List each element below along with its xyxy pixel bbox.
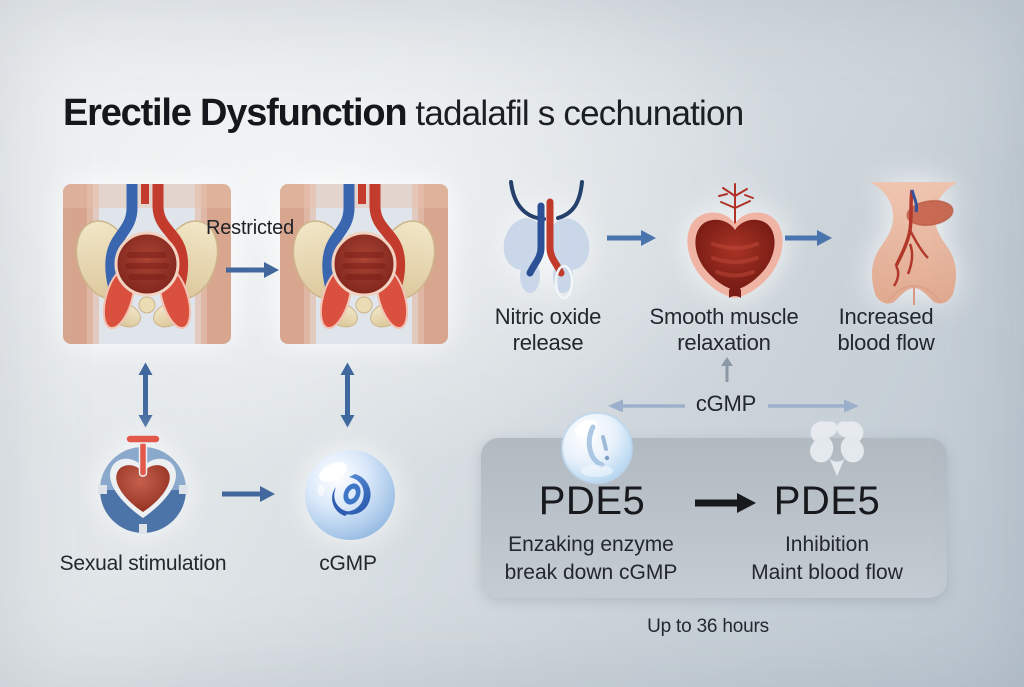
duration-label: Up to 36 hours [647,616,769,637]
increased-blood-flow-label: Increased blood flow [809,304,963,356]
pde5-arrow-icon [695,493,756,513]
pde5-panel [481,438,947,598]
pde5-enzyme-description-line2: break down cGMP [504,561,678,584]
cgmp-sphere-icon [303,448,397,542]
pde5-inhibition-description-line1: Inhibition [784,533,870,556]
pde5-inhibition-title: PDE5 [773,479,881,523]
restricted-label: Restricted [205,217,295,239]
increased-blood-flow-icon [856,174,972,308]
increased-blood-flow-label-line1: Increased [838,304,934,329]
pelvis-treated-icon [280,184,448,344]
pelvis-restricted-icon [63,184,231,344]
smooth-muscle-icon [678,182,792,308]
cgmp-label-left: cGMP [319,552,377,575]
pde5-enzyme-description-line1: Enzaking enzyme [508,533,674,556]
nitric-oxide-label-line2: release [512,330,584,355]
restricted-arrow-icon [226,262,279,278]
cgmp-right-arrow-icon [768,399,859,413]
pde5-enzyme-description: Enzaking enzyme break down cGMP [489,531,693,587]
pathway-arrow-icon [785,230,832,246]
pde5-inhibition-description: Inhibition Maint blood flow [727,531,927,587]
title-subtitle: tadalafil s cechunation [415,94,744,133]
nitric-oxide-label-line1: Nitric oxide [494,304,602,329]
pathway-arrow-icon [607,230,656,246]
cgmp-label-middle: cGMP [695,391,757,416]
pde5-inhibitor-molecule-icon [806,420,868,478]
cgmp-left-arrow-icon [608,399,685,413]
nitric-oxide-release-icon [494,176,599,304]
nitric-oxide-label: Nitric oxide release [476,304,620,356]
title-main: Erectile Dysfunction [63,92,408,134]
pde5-enzyme-sphere-icon [560,411,634,485]
pde5-inhibition-description-line2: Maint blood flow [751,561,903,584]
smooth-muscle-label-line2: relaxation [677,330,771,355]
bidirectional-arrow-icon [138,362,153,428]
sexual-stimulation-label: Sexual stimulation [59,552,227,575]
pde5-enzyme-title: PDE5 [538,479,646,523]
stimulation-to-cgmp-arrow-icon [222,486,275,502]
smooth-muscle-label: Smooth muscle relaxation [637,304,811,356]
sexual-stimulation-icon [98,430,188,534]
bidirectional-arrow-icon [340,362,355,428]
smooth-muscle-label-line1: Smooth muscle [649,304,799,329]
cgmp-up-arrow-icon [721,357,733,382]
increased-blood-flow-label-line2: blood flow [837,330,935,355]
